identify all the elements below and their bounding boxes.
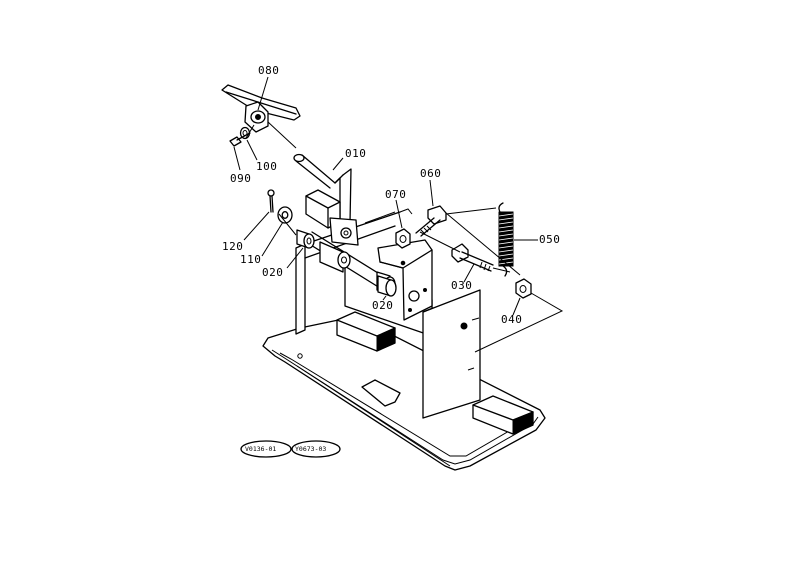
callout-050: 050 <box>539 233 561 246</box>
part-110-washer <box>277 206 293 224</box>
callout-120: 120 <box>222 240 244 253</box>
part-020-bushing-lower <box>377 275 397 297</box>
part-060-bolt <box>415 205 447 237</box>
callout-010: 010 <box>345 147 367 160</box>
base-plate <box>262 315 546 471</box>
pedal-arm <box>293 153 359 246</box>
part-050-spring <box>498 202 514 277</box>
callout-020-left: 020 <box>262 266 284 279</box>
frame <box>295 211 481 419</box>
callout-090: 090 <box>230 172 252 185</box>
mounting-bracket <box>377 239 433 321</box>
part-090-bolt <box>229 132 251 147</box>
reference-code-2: Y0673-03 <box>295 445 327 453</box>
callout-100: 100 <box>256 160 278 173</box>
pedal-top <box>221 84 301 133</box>
rubber-block-left <box>336 311 396 352</box>
rubber-block-right <box>472 395 534 435</box>
part-040-nut <box>515 278 532 299</box>
callout-040: 040 <box>501 313 523 326</box>
part-070-nut <box>395 228 411 249</box>
part-120-split-pin <box>267 189 275 213</box>
callout-080: 080 <box>258 64 280 77</box>
part-020-bushing-left <box>296 229 315 249</box>
callout-070: 070 <box>385 188 407 201</box>
callout-030: 030 <box>451 279 473 292</box>
leader-lines <box>233 76 564 353</box>
callout-060: 060 <box>420 167 442 180</box>
callout-110: 110 <box>240 253 262 266</box>
reference-code-1: V0136-01 <box>245 445 277 453</box>
callout-020-lower: 020 <box>372 299 394 312</box>
part-030-bolt <box>451 243 494 272</box>
